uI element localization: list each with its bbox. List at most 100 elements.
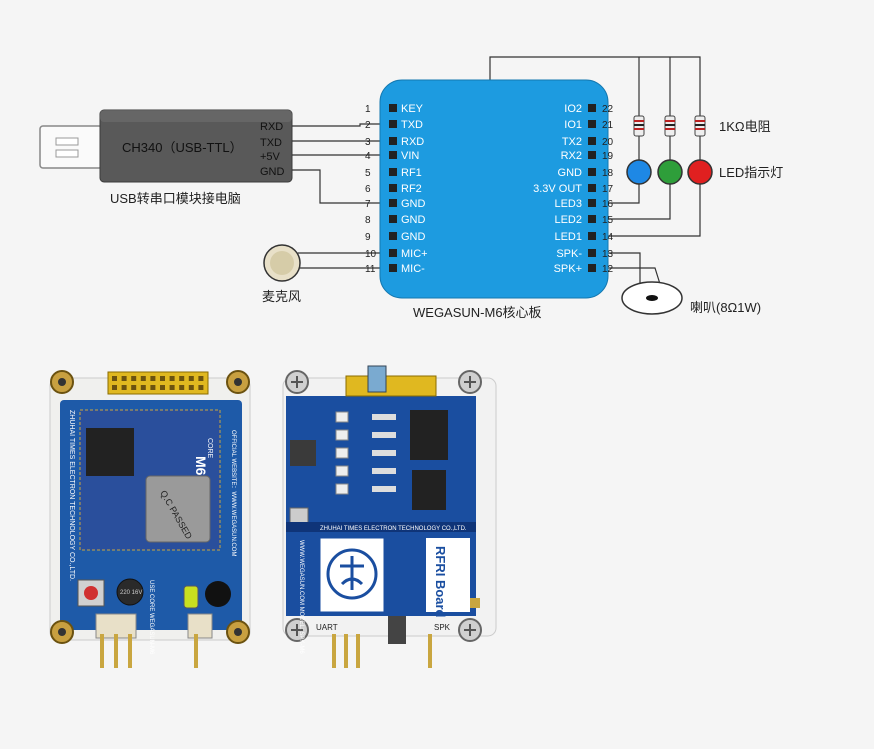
left-pin-pad — [389, 232, 397, 240]
right-pin-pad — [588, 104, 596, 112]
left-pin-number: 6 — [365, 184, 371, 195]
left-pin-number: 1 — [365, 104, 371, 115]
inductor — [290, 440, 316, 466]
left-pin-label: RF2 — [401, 183, 422, 195]
usb-pin-label: TXD — [260, 137, 282, 149]
left-pin-number: 2 — [365, 120, 371, 131]
right-pin-label: IO2 — [564, 103, 582, 115]
left-pin-label: GND — [401, 198, 426, 210]
ic-chip — [412, 470, 446, 510]
connector-block — [388, 616, 406, 644]
speaker-cone — [646, 295, 658, 301]
header-pin — [198, 376, 204, 381]
mic-capsule — [205, 581, 231, 607]
right-pin-label: SPK- — [556, 248, 582, 260]
speaker-label: 喇叭(8Ω1W) — [690, 300, 761, 315]
smd-resistor — [372, 486, 396, 492]
resistor-icon — [694, 115, 706, 137]
header-pin — [121, 385, 127, 390]
left-pin-pad — [389, 249, 397, 257]
core-text: CORE — [206, 438, 213, 459]
spk-label: SPK — [434, 623, 451, 632]
right-pin-pad — [588, 168, 596, 176]
header-pin — [188, 385, 194, 390]
header-pin — [169, 385, 175, 390]
rfri-company-text: ZHUHAI TIMES ELECTRON TECHNOLOGY CO.,LTD… — [320, 526, 467, 532]
wire-spk-minus — [597, 252, 641, 284]
led-label: LED指示灯 — [719, 165, 783, 180]
header-pin — [121, 376, 127, 381]
rfri-board-text: RFRI Board — [433, 546, 448, 618]
core-board-body — [379, 79, 609, 299]
right-pin-number: 17 — [602, 184, 614, 195]
left-pin-label: GND — [401, 214, 426, 226]
left-pin-label: TXD — [401, 119, 423, 131]
left-pin-label: GND — [401, 231, 426, 243]
usb-plug — [39, 125, 103, 169]
usb-core-text: USE CORE WEGASUN-M6 — [148, 580, 154, 655]
left-pin-pad — [389, 151, 397, 159]
wire-spk-plus — [597, 267, 661, 285]
right-pin-label: RX2 — [561, 150, 582, 162]
core-board-caption: WEGASUN-M6核心板 — [413, 305, 542, 320]
smd-resistor — [372, 414, 396, 420]
usb-chip-label: CH340（USB-TTL） — [122, 140, 243, 155]
smd-led — [335, 411, 349, 423]
capacitor — [116, 578, 144, 606]
right-pin-number: 13 — [602, 249, 614, 260]
right-pin-pad — [588, 120, 596, 128]
right-pin-number: 18 — [602, 168, 614, 179]
left-pin-pad — [389, 120, 397, 128]
sd-socket — [145, 475, 211, 543]
header-pin — [150, 376, 156, 381]
header-pin — [140, 385, 146, 390]
led-blue-icon — [626, 159, 652, 185]
microphone: 麦克风 — [262, 244, 301, 304]
right-pin-label: LED1 — [554, 231, 582, 243]
left-pin-label: RXD — [401, 136, 424, 148]
usb-ttl-highlight — [100, 110, 292, 122]
photo-core-board: Q.C PASSED M6 CORE ZHUHAI TIMES ELECTRON… — [49, 370, 251, 668]
right-pin-pad — [588, 264, 596, 272]
usb-pin-label: +5V — [260, 151, 281, 163]
capacitor-label: 220 16V — [120, 590, 142, 596]
usb-plug-slot — [55, 149, 79, 158]
right-pin-number: 19 — [602, 151, 614, 162]
left-pin-label: VIN — [401, 150, 419, 162]
wire-gnd-gnd — [292, 169, 388, 204]
website-text: OFFICIAL WEBSITE：WWW.WEGASUN.COM — [230, 430, 236, 556]
right-pin-number: 15 — [602, 215, 614, 226]
left-pin-number: 10 — [365, 249, 377, 260]
rfri-header — [345, 375, 437, 397]
header-pin — [112, 385, 117, 390]
right-pin-pad — [588, 232, 596, 240]
brand-logo-icon — [326, 548, 378, 600]
right-pin-number: 21 — [602, 120, 614, 131]
left-pin-label: MIC- — [401, 263, 425, 275]
wire-led2 — [597, 184, 671, 220]
header-pin — [112, 376, 117, 381]
left-pin-number: 3 — [365, 137, 371, 148]
left-pin-number: 9 — [365, 232, 371, 243]
right-pin-pad — [588, 184, 596, 192]
left-pin-pad — [389, 215, 397, 223]
company-text: ZHUHAI TIMES ELECTRON TECHNOLOGY CO.,LTD… — [68, 410, 75, 581]
usb-module-caption: USB转串口模块接电脑 — [110, 191, 241, 206]
left-pin-label: KEY — [401, 103, 424, 115]
smd-led — [335, 447, 349, 459]
header-pin — [169, 376, 175, 381]
microphone-label: 麦克风 — [262, 289, 301, 304]
rfri-website-text: WWW.WEGASUN.COM MODEL: SPK-M6 — [298, 540, 304, 654]
core-header-pins — [107, 371, 209, 395]
left-pin-pad — [389, 184, 397, 192]
left-pin-number: 11 — [365, 264, 376, 275]
left-pin-number: 4 — [365, 151, 371, 162]
wire-led1 — [597, 184, 701, 237]
reset-button-cap — [84, 586, 98, 600]
smd-resistor — [372, 468, 396, 474]
header-pin — [140, 376, 146, 381]
right-pin-label: GND — [558, 167, 583, 179]
right-pin-label: LED2 — [554, 214, 582, 226]
